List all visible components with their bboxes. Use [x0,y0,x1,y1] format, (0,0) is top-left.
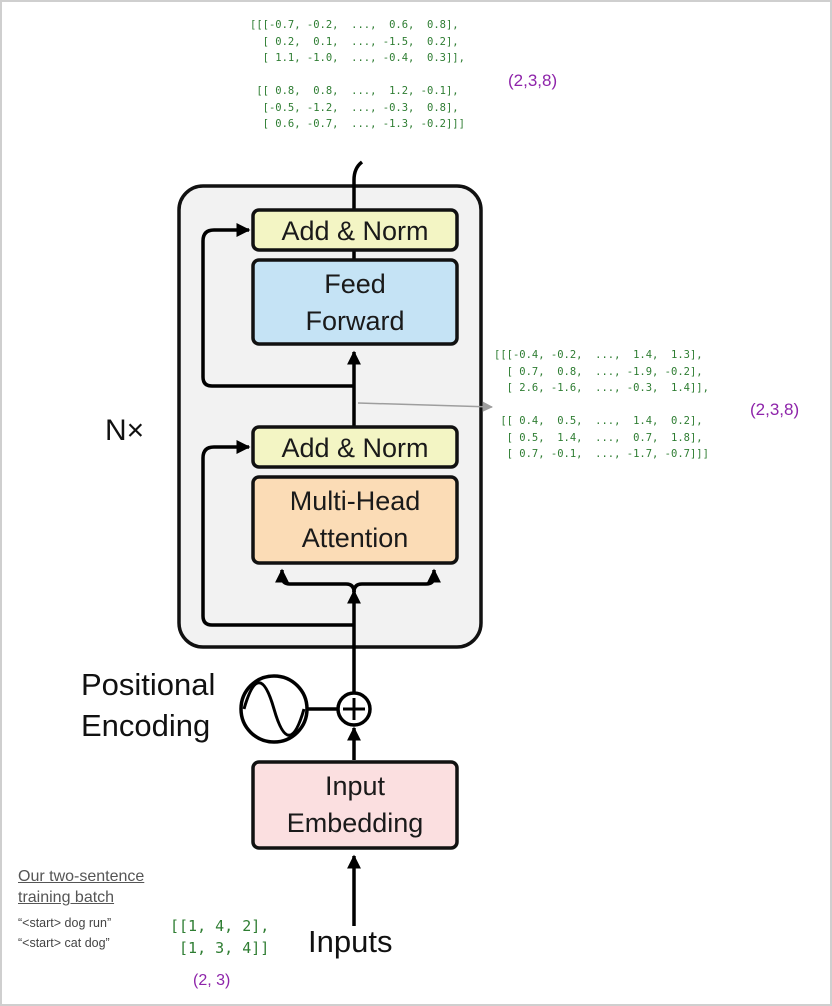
attention-label-1: Multi-Head [290,486,421,516]
token-ids-shape: (2, 3) [193,972,231,989]
flow-arrows [201,160,441,926]
inputs-label: Inputs [308,924,393,959]
plus-icon [336,691,372,727]
tensor-pointer-arrow [357,401,494,412]
sine-wave-icon [239,674,309,744]
add-norm-bottom-label: Add & Norm [281,433,428,463]
feed-forward-label-1: Feed [324,269,386,299]
add-norm-top-block [251,208,459,252]
sentence-2: “<start> cat dog” [18,936,110,950]
output-tensor-shape: (2,3,8) [508,71,558,90]
batch-title-line-1: Our two-sentence [18,868,145,885]
batch-title: Our two-sentence training batch [18,866,144,908]
encoder-panel [177,184,483,649]
multi-head-attention-block [251,475,459,565]
positional-encoding-label-1: Positional [81,667,216,702]
feed-forward-label-2: Forward [305,306,404,336]
add-norm-top-label: Add & Norm [281,216,428,246]
nx-label: N× [105,414,145,447]
add-norm-bottom-block [251,425,459,469]
output-tensor-values: [[[-0.7, -0.2, ..., 0.6, 0.8], [ 0.2, 0.… [250,19,465,130]
positional-encoding-label-2: Encoding [81,708,211,743]
feed-forward-block [251,258,459,346]
sentence-1: “<start> dog run” [18,916,112,930]
attention-tensor-shape: (2,3,8) [750,400,800,419]
token-ids: [[1, 4, 2], [1, 3, 4]] [170,917,270,957]
input-embedding-block [251,760,459,850]
embedding-label-1: Input [325,771,386,801]
embedding-label-2: Embedding [287,808,424,838]
batch-title-line-2: training batch [18,889,115,906]
attention-label-2: Attention [302,523,409,553]
attention-tensor-values: [[[-0.4, -0.2, ..., 1.4, 1.3], [ 0.7, 0.… [494,349,709,460]
